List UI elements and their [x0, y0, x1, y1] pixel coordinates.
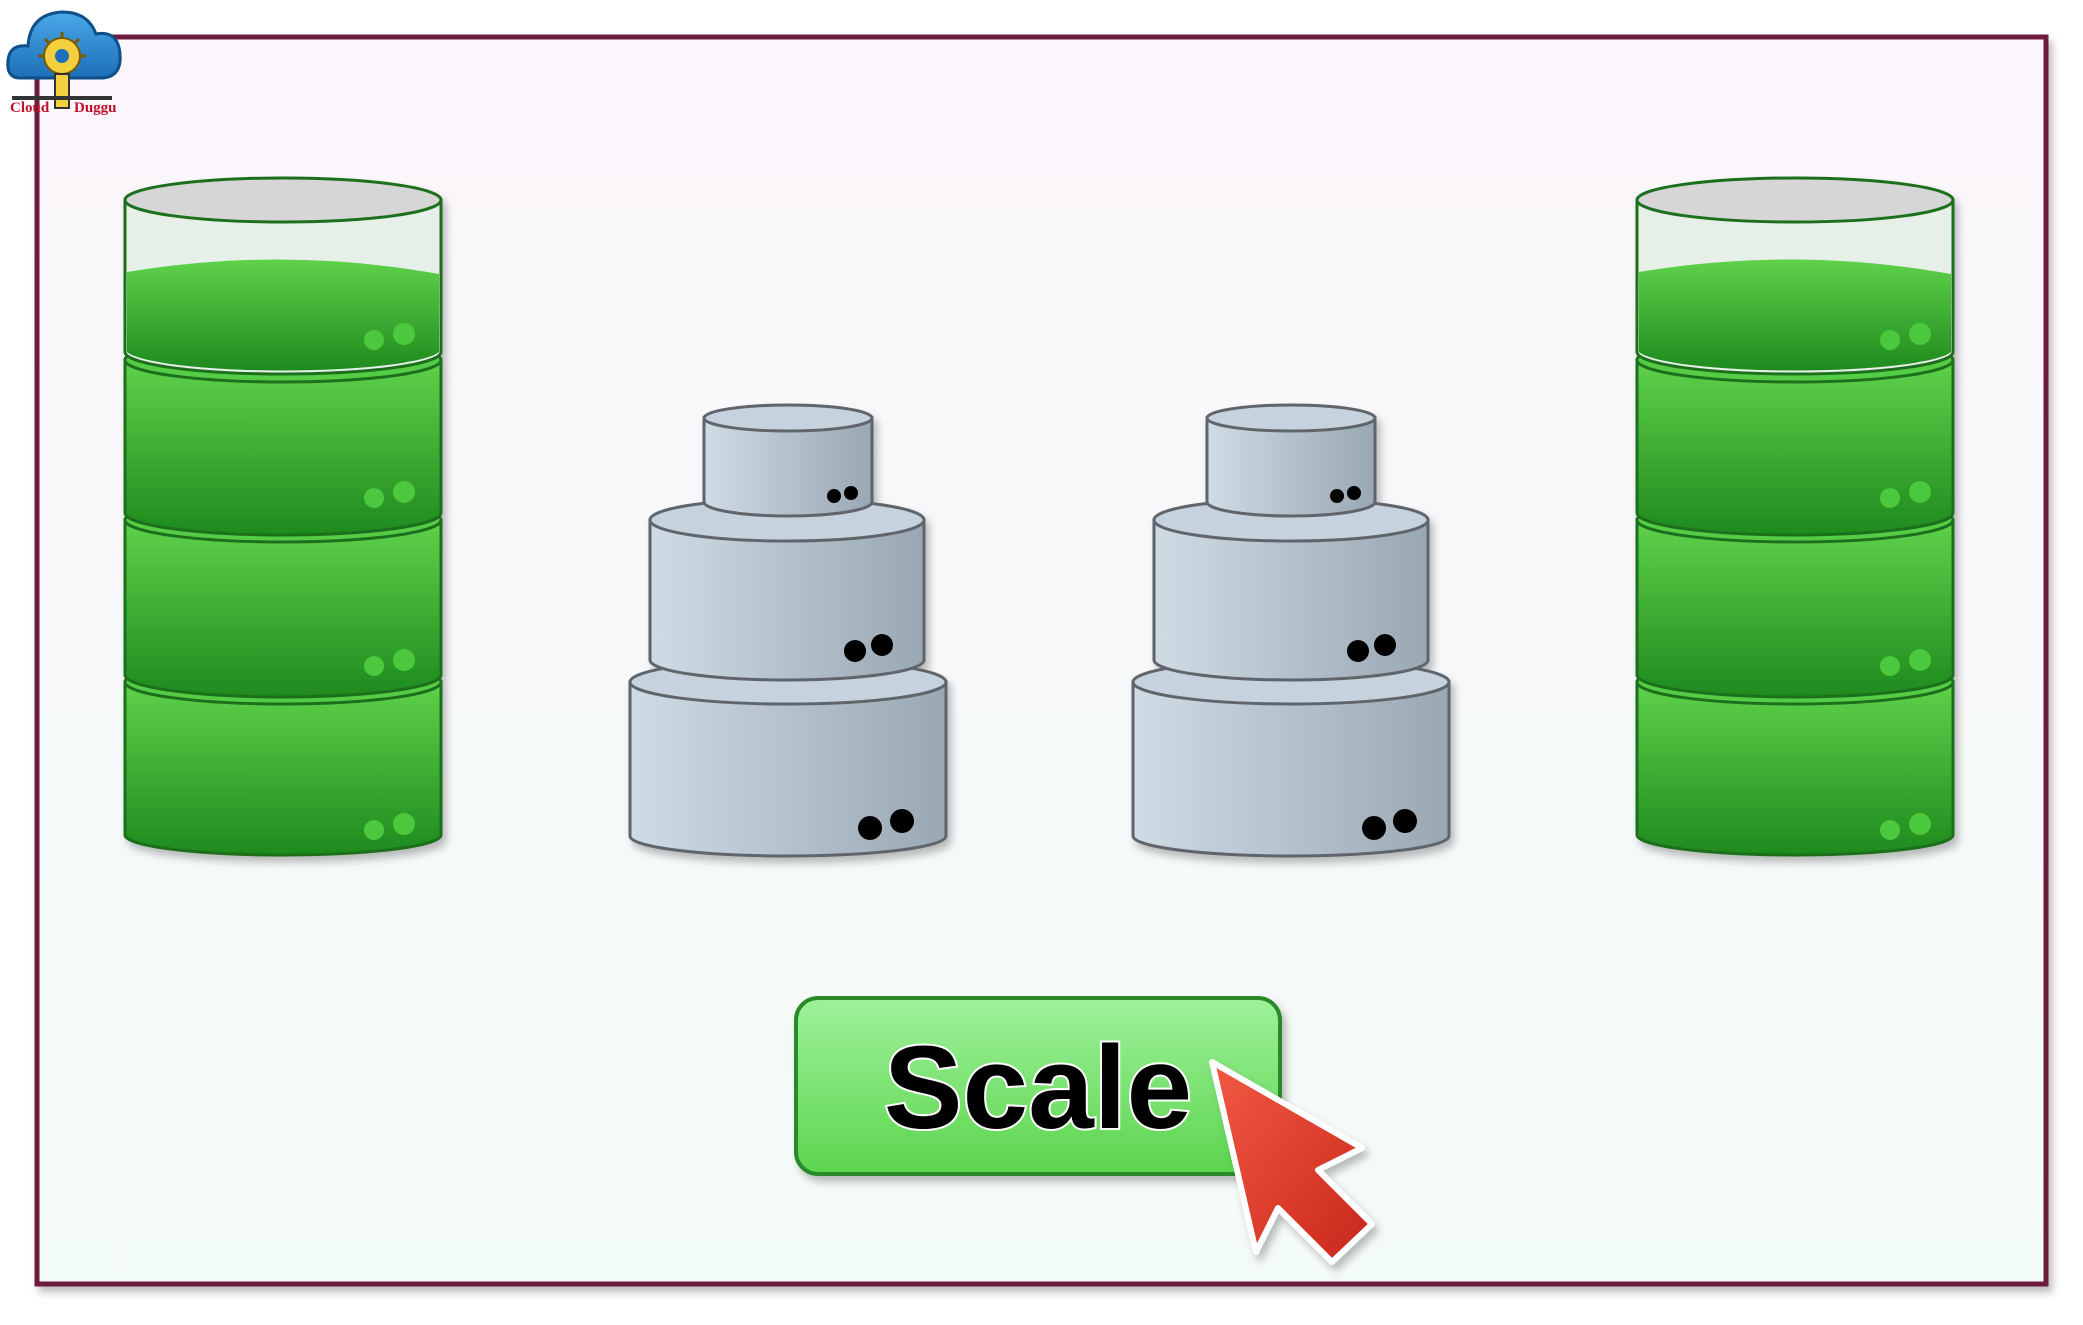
scale-button[interactable]: Scale [796, 998, 1280, 1174]
right-green-database [1637, 178, 1953, 855]
scale-button-label: Scale [884, 1022, 1192, 1154]
left-green-database [125, 178, 441, 855]
cloudduggu-logo: Cloud Duggu [8, 12, 120, 116]
logo-word-right: Duggu [74, 100, 117, 116]
logo-word-left: Cloud [10, 100, 50, 116]
